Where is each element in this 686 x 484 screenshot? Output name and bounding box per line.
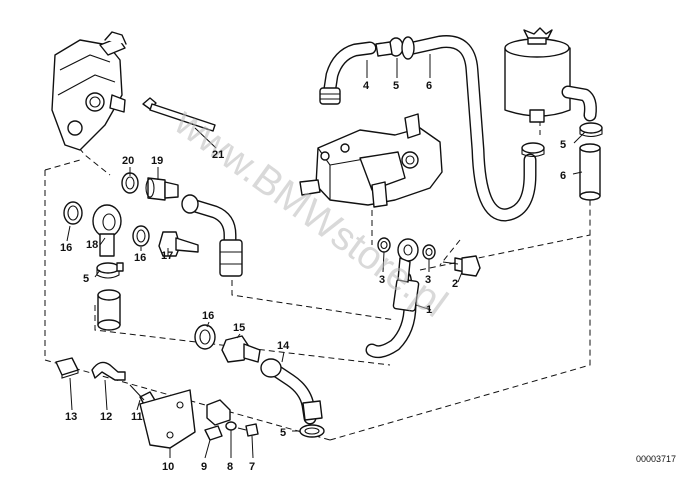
callout-5: 5 <box>280 427 286 439</box>
suction-hose <box>406 35 537 222</box>
callout-17: 17 <box>161 250 173 262</box>
clamp-bracket-12 <box>91 361 126 381</box>
rubber-mount-13 <box>55 357 79 379</box>
sealing-ring-16-left <box>63 201 83 225</box>
callout-21: 21 <box>212 149 224 161</box>
callout-5: 5 <box>83 273 89 285</box>
callout-6: 6 <box>426 80 432 92</box>
callout-11: 11 <box>131 411 143 423</box>
pressure-hose-1 <box>365 238 420 359</box>
callout-18: 18 <box>86 239 98 251</box>
callout-8: 8 <box>227 461 233 473</box>
callout-1: 1 <box>426 304 432 316</box>
callout-7: 7 <box>249 461 255 473</box>
banjo-bolt-17 <box>158 231 199 257</box>
callout-20: 20 <box>122 155 134 167</box>
callout-19: 19 <box>151 155 163 167</box>
steering-gear-housing <box>51 31 127 151</box>
screw-7 <box>237 423 259 437</box>
washer-8 <box>225 421 237 431</box>
clamp-9 <box>204 399 231 441</box>
callout-12: 12 <box>100 411 112 423</box>
sealing-ring-16-mid <box>132 225 150 247</box>
union-nut-19 <box>145 177 179 201</box>
hose-clamp-5-lower <box>299 424 325 438</box>
hose-piece-6-right <box>579 143 601 201</box>
callout-10: 10 <box>162 461 174 473</box>
callout-5: 5 <box>393 80 399 92</box>
callout-16: 16 <box>60 242 72 254</box>
callout-13: 13 <box>65 411 77 423</box>
pressure-pipe-lower <box>260 358 323 425</box>
callout-16: 16 <box>134 252 146 264</box>
callout-9: 9 <box>201 461 207 473</box>
support-plate-10 <box>139 389 196 449</box>
sealing-ring-16-lower <box>194 324 216 350</box>
banjo-fitting-18 <box>92 204 122 257</box>
callout-labels: 1 2 3 3 4 5 5 5 5 6 6 7 8 9 10 11 12 13 … <box>60 80 566 473</box>
dashed-guide-lines <box>44 120 591 441</box>
hose-clamp-5-reservoir <box>521 142 545 158</box>
steering-pump <box>299 113 443 208</box>
sealing-ring-20 <box>121 172 139 194</box>
oil-reservoir <box>504 27 597 123</box>
callout-4: 4 <box>363 80 370 92</box>
callout-14: 14 <box>277 340 290 352</box>
leader-lines <box>66 54 586 459</box>
pressure-pipe-upper <box>181 194 243 277</box>
sealing-ring-3-right <box>422 244 436 260</box>
hose-pipe-4 <box>319 41 377 105</box>
callout-2: 2 <box>452 278 458 290</box>
union-15 <box>221 335 261 363</box>
hose-piece-left <box>97 289 121 331</box>
hose-clamp-5-left <box>96 262 124 279</box>
banjo-bolt-2 <box>442 255 481 277</box>
callout-3: 3 <box>425 274 431 286</box>
callout-6: 6 <box>560 170 566 182</box>
callout-15: 15 <box>233 322 245 334</box>
sealing-ring-3-left <box>377 237 391 253</box>
hose-clamp-5-right <box>579 122 603 138</box>
document-number: 00003717 <box>636 454 676 464</box>
callout-3: 3 <box>379 274 385 286</box>
hose-clamp-5-top <box>375 36 415 60</box>
cable-tie <box>142 97 216 132</box>
callout-5: 5 <box>560 139 566 151</box>
callout-16: 16 <box>202 310 214 322</box>
